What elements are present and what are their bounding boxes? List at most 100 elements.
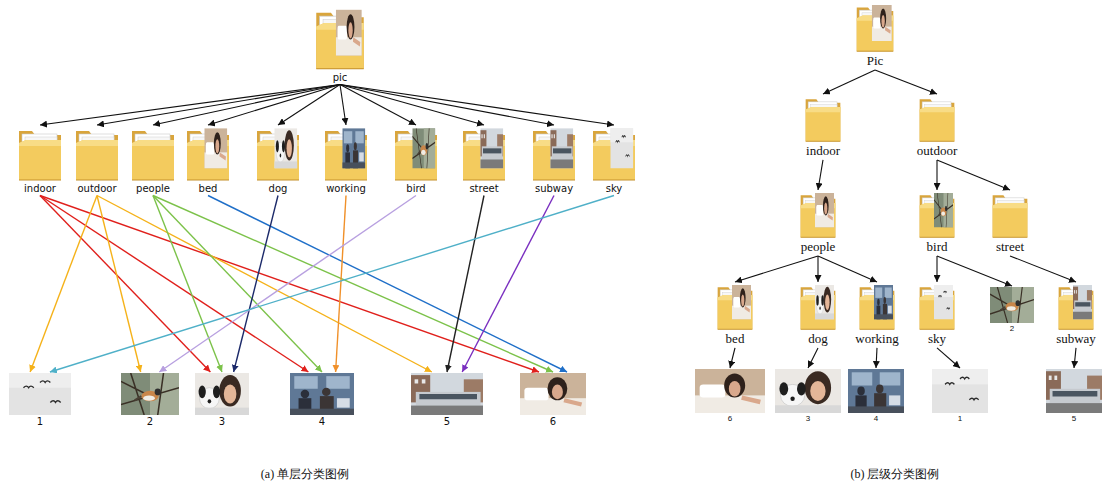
folder-node: street (459, 125, 509, 196)
connector-arrow (937, 348, 960, 368)
connector-arrow (340, 85, 614, 126)
folder-label: working (326, 183, 366, 195)
folder-label: street (996, 240, 1024, 255)
photo-thumbnail (932, 369, 988, 413)
folder-node: people (128, 125, 178, 196)
folder-icon (858, 283, 896, 331)
connector-arrow (730, 348, 735, 368)
folder-icon (461, 126, 507, 182)
folder-node: subway (1054, 282, 1098, 348)
folder-node: dog (797, 282, 839, 348)
folder-label: pic (333, 72, 348, 84)
connector-arrow (447, 196, 484, 373)
connector-arrow (1074, 348, 1076, 368)
photo-thumbnail (1046, 369, 1102, 413)
photo-thumbnail (990, 287, 1034, 323)
folder-label: Pic (867, 54, 884, 69)
connector-arrow (153, 196, 322, 373)
folder-node: pic (312, 6, 368, 85)
folder-icon (918, 283, 956, 331)
connector-arrow (462, 196, 554, 373)
connector-arrow (208, 196, 567, 373)
connector-arrow (818, 256, 877, 282)
folder-label: bed (726, 332, 745, 347)
folder-label: working (855, 332, 898, 347)
photo-thumbnail (9, 373, 71, 415)
folder-label: outdoor (77, 183, 116, 195)
folder-node: working (853, 282, 900, 348)
image-node: 4 (846, 368, 906, 424)
connector-arrow (40, 196, 210, 373)
image-number: 1 (958, 414, 962, 423)
image-node: 5 (409, 372, 485, 429)
folder-node: dog (253, 125, 303, 196)
folder-icon (799, 191, 837, 239)
image-number: 5 (444, 416, 450, 428)
connector-arrow (159, 196, 416, 373)
folder-node: indoor (802, 94, 844, 160)
folder-node: sky (916, 282, 958, 348)
figure-caption: (b) 层级分类图例 (851, 466, 940, 483)
connector-arrow (208, 85, 340, 126)
image-node: 4 (288, 372, 356, 429)
connector-arrow (153, 85, 340, 126)
connector-arrow (817, 256, 818, 282)
image-number: 2 (1010, 324, 1014, 333)
connector-arrow (30, 196, 97, 373)
image-node: 1 (930, 368, 990, 424)
connector-arrow (936, 160, 937, 190)
connector-arrow (336, 196, 346, 373)
image-number: 1 (37, 416, 43, 428)
connector-arrow (40, 196, 308, 373)
photo-thumbnail (290, 373, 354, 415)
folder-node: bird (391, 125, 441, 196)
connector-arrow (808, 348, 818, 368)
photo-thumbnail (121, 373, 179, 415)
connector-arrow (153, 196, 553, 373)
image-number: 6 (728, 414, 732, 423)
folder-icon (323, 126, 369, 182)
folder-node: working (321, 125, 371, 196)
image-number: 3 (219, 416, 225, 428)
folder-icon (255, 126, 301, 182)
photo-thumbnail (695, 369, 765, 413)
folder-label: outdoor (917, 144, 957, 159)
image-node: 6 (693, 368, 767, 424)
connector-arrow (818, 160, 823, 190)
connector-arrow (875, 70, 937, 94)
folder-node: people (797, 190, 839, 256)
connector-arrow (937, 256, 1012, 286)
connector-arrow (876, 348, 877, 368)
connector-arrow (340, 85, 554, 126)
folder-icon (799, 283, 837, 331)
folder-label: sky (928, 332, 946, 347)
folder-node: bird (916, 190, 958, 256)
folder-node: outdoor (72, 125, 122, 196)
folder-label: indoor (806, 144, 840, 159)
folder-icon (991, 191, 1029, 239)
folder-icon (716, 283, 754, 331)
photo-thumbnail (775, 369, 841, 413)
folder-icon (185, 126, 231, 182)
folder-node: bed (183, 125, 233, 196)
image-node: 2 (119, 372, 181, 429)
folder-icon (314, 7, 366, 71)
photo-thumbnail (848, 369, 904, 413)
connector-arrow (234, 196, 278, 373)
folder-label: people (801, 240, 836, 255)
folder-label: indoor (24, 183, 56, 195)
image-number: 5 (1072, 414, 1076, 423)
folder-icon (74, 126, 120, 182)
image-node: 5 (1044, 368, 1104, 424)
folder-icon (918, 95, 956, 143)
image-node: 2 (988, 286, 1036, 334)
photo-thumbnail (520, 373, 586, 415)
image-number: 4 (319, 416, 325, 428)
folder-label: bird (927, 240, 948, 255)
image-node: 1 (7, 372, 73, 429)
connector-arrow (936, 256, 937, 282)
connector-arrow (340, 85, 346, 126)
folder-icon (1057, 283, 1095, 331)
connector-arrow (97, 196, 432, 373)
